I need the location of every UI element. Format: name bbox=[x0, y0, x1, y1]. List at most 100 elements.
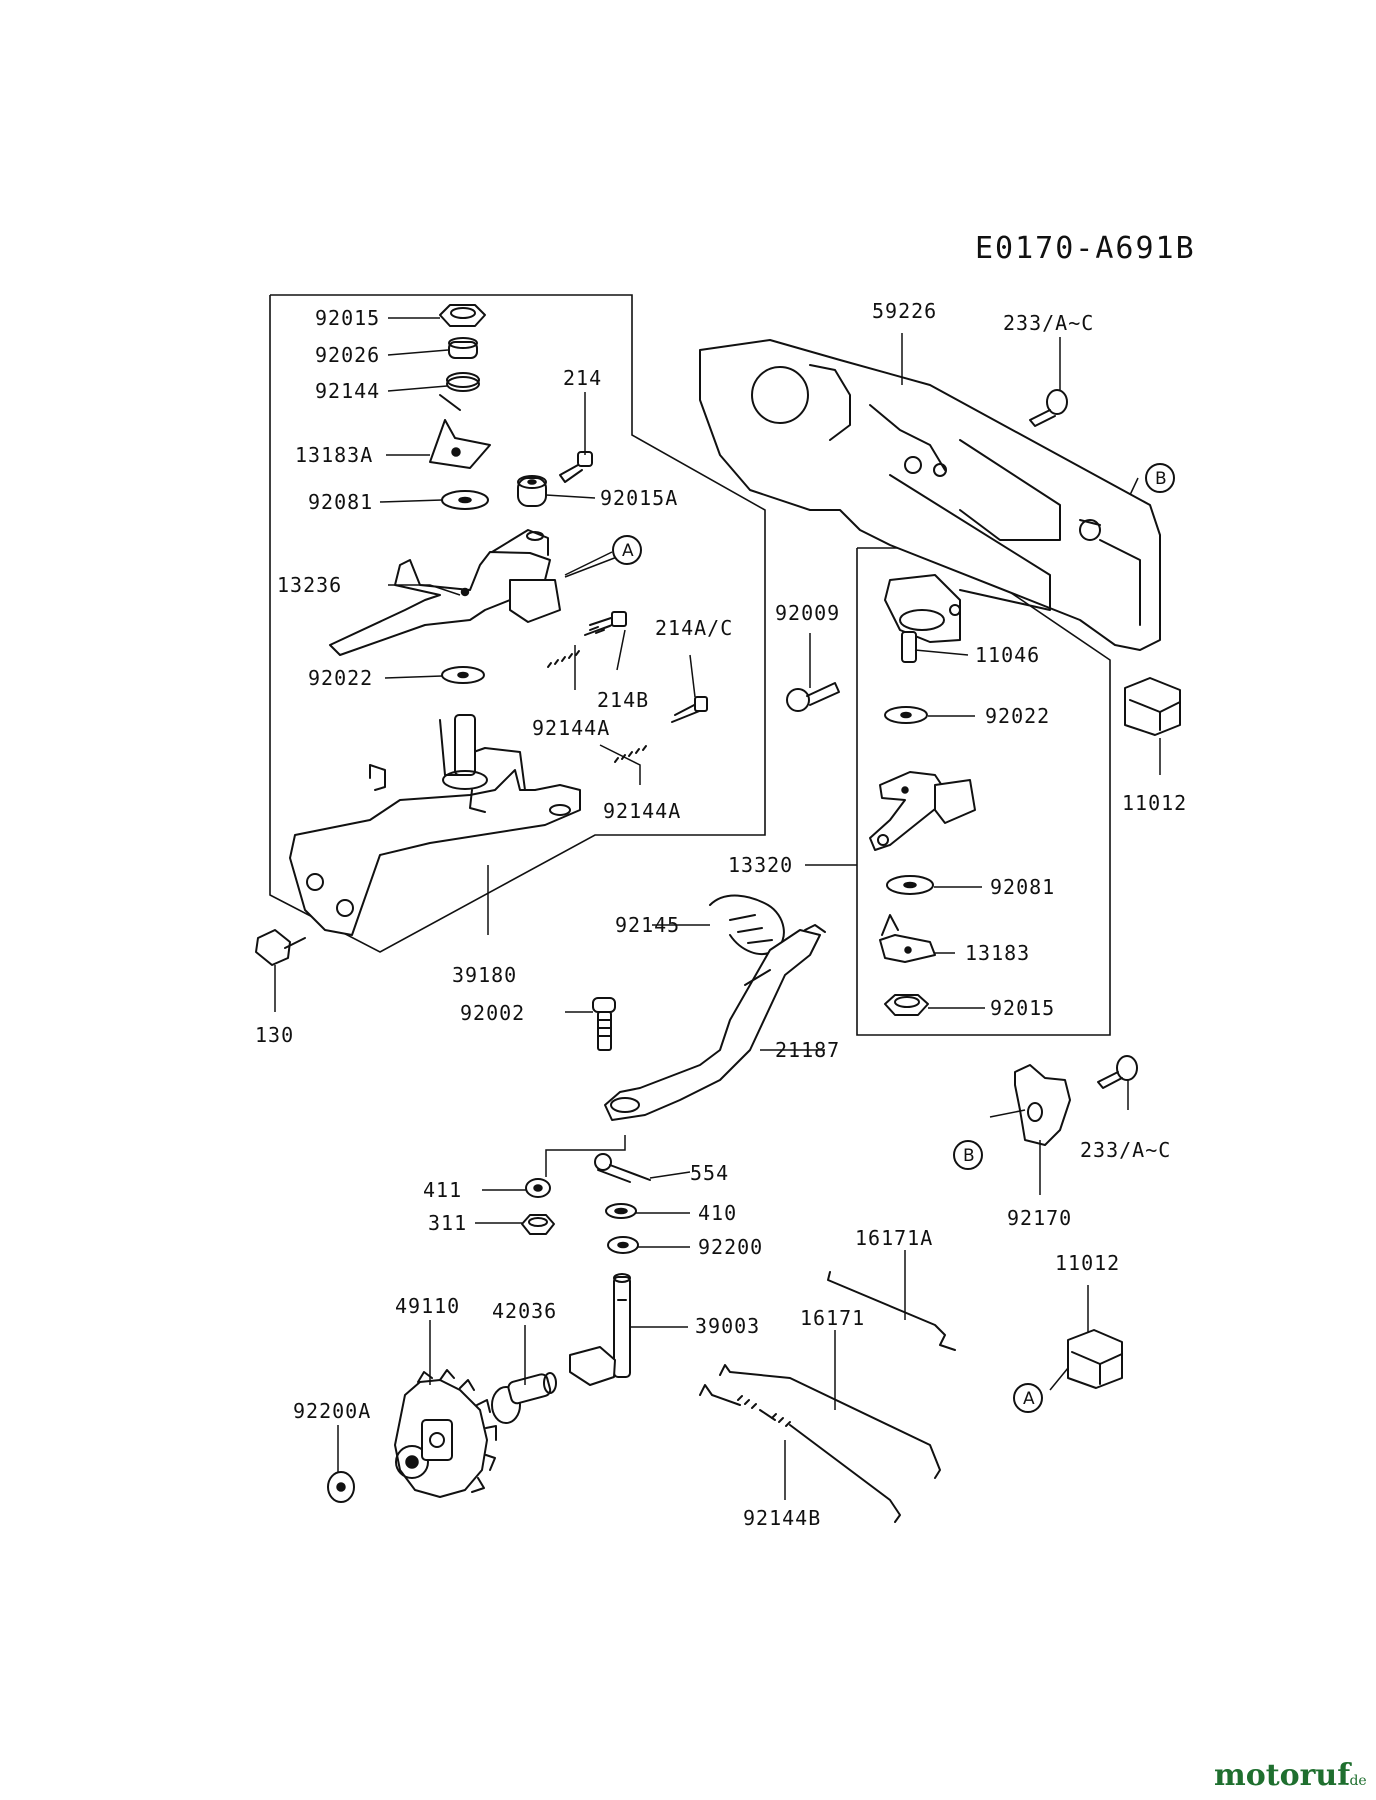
label-21187: 21187 bbox=[775, 1038, 840, 1062]
ref-circle-a1: A bbox=[564, 535, 642, 576]
label-130: 130 bbox=[255, 1023, 294, 1047]
label-92170: 92170 bbox=[1007, 1206, 1072, 1230]
label-92081-left: 92081 bbox=[308, 490, 373, 514]
bracket-92170 bbox=[1014, 1064, 1071, 1146]
label-13183A: 13183A bbox=[295, 443, 373, 467]
label-92145: 92145 bbox=[615, 913, 680, 937]
ref-letter-a1: A bbox=[622, 541, 634, 561]
clip-554 bbox=[594, 1153, 651, 1183]
washer-411 bbox=[525, 1178, 551, 1198]
label-233AC-bottom: 233/A~C bbox=[1080, 1138, 1171, 1162]
label-39180: 39180 bbox=[452, 963, 517, 987]
label-214AC: 214A/C bbox=[655, 616, 733, 640]
washer-92081-right bbox=[886, 875, 934, 895]
label-59226: 59226 bbox=[872, 299, 937, 323]
ref-letter-b1: B bbox=[1155, 469, 1167, 489]
ref-circle-b1: B bbox=[1145, 463, 1175, 493]
label-92200: 92200 bbox=[698, 1235, 763, 1259]
label-16171: 16171 bbox=[800, 1306, 865, 1330]
shaft-39003 bbox=[569, 1273, 631, 1386]
label-554: 554 bbox=[690, 1161, 729, 1185]
label-11046: 11046 bbox=[975, 643, 1040, 667]
bolt-233AC-top bbox=[1029, 389, 1068, 427]
washer-410 bbox=[605, 1203, 637, 1219]
label-39003: 39003 bbox=[695, 1314, 760, 1338]
ref-circle-a2: A bbox=[1013, 1383, 1043, 1413]
washer-92081-left bbox=[441, 490, 489, 510]
label-11012-bottom: 11012 bbox=[1055, 1251, 1120, 1275]
bolt-233AC-bottom bbox=[1097, 1055, 1138, 1089]
bolt-92002 bbox=[592, 997, 616, 1051]
spring-92145 bbox=[709, 894, 785, 955]
washer-92022-right bbox=[884, 706, 928, 724]
label-92144B: 92144B bbox=[743, 1506, 821, 1530]
sleeve-11012-right bbox=[1124, 677, 1181, 736]
collar-92026 bbox=[448, 337, 478, 359]
bolt-214B bbox=[584, 611, 627, 636]
gear-49110 bbox=[394, 1369, 497, 1498]
watermark-suffix: .de bbox=[1345, 1773, 1367, 1789]
bolt-214AC bbox=[671, 696, 708, 723]
watermark-text: motoruf bbox=[1214, 1758, 1352, 1793]
bolt-92009 bbox=[786, 682, 840, 712]
label-92144A-2: 92144A bbox=[603, 799, 681, 823]
label-92022-left: 92022 bbox=[308, 666, 373, 690]
pin-42036 bbox=[491, 1372, 557, 1424]
nut-92015-top bbox=[439, 304, 486, 327]
ref-letter-a2: A bbox=[1023, 1389, 1035, 1409]
label-11012-right: 11012 bbox=[1122, 791, 1187, 815]
watermark: motoruf .de bbox=[1214, 1758, 1367, 1793]
label-13236: 13236 bbox=[277, 573, 342, 597]
washer-92200 bbox=[607, 1236, 639, 1254]
housing-59226 bbox=[699, 339, 1161, 651]
bracket-11046 bbox=[884, 574, 961, 663]
nut-92015-right bbox=[884, 994, 929, 1016]
washer-92200A bbox=[327, 1471, 355, 1503]
plate-13183A bbox=[429, 419, 491, 469]
label-214: 214 bbox=[563, 366, 602, 390]
sleeve-11012-bottom bbox=[1067, 1329, 1123, 1389]
label-42036: 42036 bbox=[492, 1299, 557, 1323]
label-13320: 13320 bbox=[728, 853, 793, 877]
bracket-39180 bbox=[289, 714, 581, 936]
spring-ring-92144 bbox=[439, 372, 480, 411]
ref-circle-b2: B bbox=[953, 1140, 983, 1170]
bolt-214 bbox=[559, 451, 593, 483]
label-92015-right: 92015 bbox=[990, 996, 1055, 1020]
label-16171A: 16171A bbox=[855, 1226, 933, 1250]
label-233AC-top: 233/A~C bbox=[1003, 311, 1094, 335]
label-411: 411 bbox=[423, 1178, 462, 1202]
label-92015A: 92015A bbox=[600, 486, 678, 510]
label-92026: 92026 bbox=[315, 343, 380, 367]
part-labels: 92015 92026 92144 214 13183A 92081 92015… bbox=[255, 299, 1187, 1530]
lever-13320 bbox=[869, 771, 976, 851]
label-92022-right: 92022 bbox=[985, 704, 1050, 728]
label-92002: 92002 bbox=[460, 1001, 525, 1025]
label-92081-right: 92081 bbox=[990, 875, 1055, 899]
nut-311 bbox=[521, 1214, 555, 1235]
leader-lines bbox=[274, 317, 1161, 1500]
label-214B: 214B bbox=[597, 688, 649, 712]
bolt-130 bbox=[255, 929, 306, 966]
spring-rod-92144B bbox=[699, 1384, 901, 1523]
rod-16171A bbox=[827, 1271, 956, 1351]
label-92200A: 92200A bbox=[293, 1399, 371, 1423]
lever-13236 bbox=[329, 529, 561, 656]
label-13183: 13183 bbox=[965, 941, 1030, 965]
label-410: 410 bbox=[698, 1201, 737, 1225]
label-92009: 92009 bbox=[775, 601, 840, 625]
diagram-code: E0170-A691B bbox=[975, 231, 1196, 266]
washer-92022-left bbox=[441, 666, 485, 684]
rod-16171 bbox=[719, 1364, 941, 1479]
lever-21187 bbox=[604, 924, 826, 1121]
label-92015-top: 92015 bbox=[315, 306, 380, 330]
label-92144: 92144 bbox=[315, 379, 380, 403]
plate-13183 bbox=[879, 914, 936, 963]
label-311: 311 bbox=[428, 1211, 467, 1235]
cap-92015A bbox=[517, 475, 547, 507]
label-92144A-1: 92144A bbox=[532, 716, 610, 740]
left-group-frame bbox=[269, 294, 766, 953]
label-49110: 49110 bbox=[395, 1294, 460, 1318]
